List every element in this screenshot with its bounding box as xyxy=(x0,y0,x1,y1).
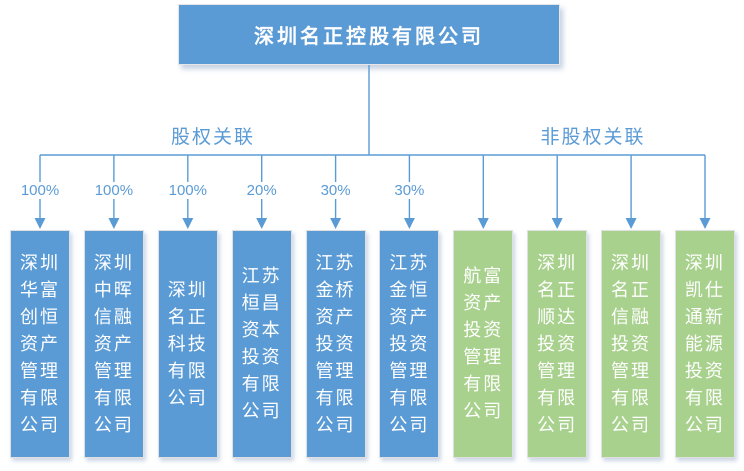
ownership-percent-label: 30% xyxy=(392,182,427,199)
subsidiary-name: 深圳华富创恒资产管理有限公司 xyxy=(20,252,60,435)
subsidiary-box-nonequity-2: 深圳名正顺达投资管理有限公司 xyxy=(527,230,588,458)
subsidiary-name: 深圳名正顺达投资管理有限公司 xyxy=(537,252,578,435)
subsidiary-box-nonequity-3: 深圳名正信融投资管理有限公司 xyxy=(601,230,661,458)
subsidiary-box-nonequity-4: 深圳凯仕通新能源投资有限公司 xyxy=(674,230,735,458)
ownership-percent-label: 100% xyxy=(18,182,62,199)
subsidiary-name: 航富资产投资管理有限公司 xyxy=(463,266,504,421)
subsidiary-box-equity-6: 江苏金恒资产投资管理有限公司 xyxy=(379,230,440,458)
equity-branch-label: 股权关联 xyxy=(170,127,256,149)
subsidiary-name: 江苏金恒资产投资管理有限公司 xyxy=(389,252,430,435)
subsidiary-name: 江苏金桥资产投资管理有限公司 xyxy=(315,252,356,435)
subsidiary-box-equity-5: 江苏金桥资产投资管理有限公司 xyxy=(305,230,366,458)
subsidiary-box-nonequity-1: 航富资产投资管理有限公司 xyxy=(453,230,514,458)
subsidiaries-row: 深圳华富创恒资产管理有限公司 深圳中晖信融资产管理有限公司 深圳名正科技有限公司… xyxy=(10,230,735,458)
subsidiary-box-equity-4: 江苏桓昌资本投资有限公司 xyxy=(231,230,292,458)
subsidiary-name: 深圳中晖信融资产管理有限公司 xyxy=(93,252,134,435)
subsidiary-name: 深圳名正科技有限公司 xyxy=(167,279,208,408)
root-company-name: 深圳名正控股有限公司 xyxy=(254,26,484,48)
subsidiary-box-equity-2: 深圳中晖信融资产管理有限公司 xyxy=(83,230,144,458)
ownership-percent-label: 20% xyxy=(244,182,279,199)
ownership-percent-label: 100% xyxy=(166,182,209,199)
subsidiary-box-equity-1: 深圳华富创恒资产管理有限公司 xyxy=(10,230,70,458)
non-equity-branch-label: 非股权关联 xyxy=(540,127,646,149)
subsidiary-box-equity-3: 深圳名正科技有限公司 xyxy=(157,230,218,458)
subsidiary-name: 江苏桓昌资本投资有限公司 xyxy=(241,266,282,421)
arrow-heads xyxy=(34,218,711,229)
ownership-percent-label: 30% xyxy=(318,182,353,199)
root-company-box: 深圳名正控股有限公司 xyxy=(178,4,560,65)
ownership-percent-label: 100% xyxy=(92,182,136,199)
subsidiary-name: 深圳凯仕通新能源投资有限公司 xyxy=(684,252,725,435)
subsidiary-name: 深圳名正信融投资管理有限公司 xyxy=(611,252,651,435)
